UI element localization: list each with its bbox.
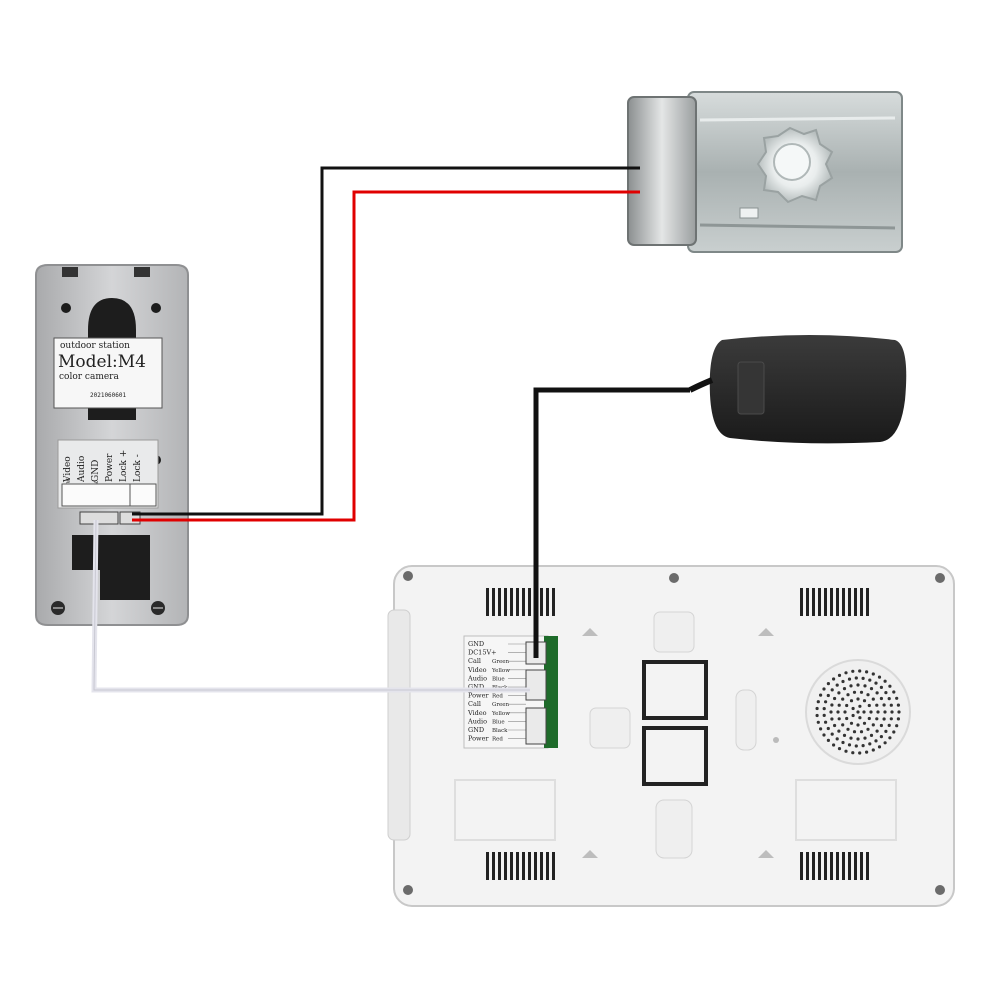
terminal-name: Call [468,700,481,708]
terminal-name: GND [468,726,484,734]
terminal-block-lock [129,483,157,507]
station-header-text: outdoor station [60,341,130,351]
monitor-terminal-label: Audio Blue [467,674,526,682]
terminal-name: DC15V+ [468,649,497,657]
terminal-name: Power [468,735,489,743]
terminal-color: Black [492,728,508,734]
mount-slot [642,726,708,786]
terminal-name: Audio [467,674,487,682]
door-station-connector-2 [525,707,547,745]
adapter-cable-stub [688,377,714,393]
monitor-terminal-label: GND [468,640,526,648]
monitor-terminal-label: Video Yellow [467,666,526,674]
terminal-name: Power [105,453,115,482]
terminal-color: Green [492,659,510,665]
terminal-name: GND [468,683,484,691]
terminal-color: Red [492,737,503,743]
terminal-name: Power [468,692,489,700]
terminal-name: Lock - [133,454,143,482]
terminal-name: Call [468,657,481,665]
power-adapter [688,335,907,444]
screw-icon [669,573,679,583]
station-terminal-label: Lock - [133,454,143,482]
lock-tag [739,207,759,219]
mount-hole [61,303,71,313]
door-station-connector-1 [525,669,547,701]
mount-slot [642,660,708,720]
terminal-name: Lock + [119,450,129,482]
signal-connector [79,511,119,525]
screw-icon [403,571,413,581]
knob-icon [756,126,834,204]
cable-cavity [72,535,150,600]
lock-wire-red [132,190,640,522]
monitor-terminal-label: Call Green [468,657,526,665]
model-text: Model:M4 [58,352,146,372]
terminal-color: Red [492,694,503,700]
monitor-pcb-edge [544,636,558,748]
terminal-name: Video [467,709,487,717]
screw-icon [51,601,65,615]
terminal-color: Blue [492,676,505,682]
monitor-terminal-label: Audio Blue [467,717,526,725]
screw-icon [935,573,945,583]
terminal-color: Blue [492,719,505,725]
terminal-name: Audio [467,717,487,725]
serial-text: 2021060601 [90,392,127,399]
mount-hole [151,303,161,313]
terminal-name: Video [63,456,73,483]
terminal-block-signal [61,483,131,507]
monitor-terminal-label: Call Green [468,700,526,708]
terminal-name: GND [91,460,101,482]
lock-bolt-plate [627,96,697,246]
screw-icon [403,885,413,895]
adapter-wire [533,387,690,658]
terminal-name: Audio [77,456,87,483]
screw-icon [151,601,165,615]
terminal-name: Video [467,666,487,674]
speaker-grille-icon [805,659,911,765]
terminal-color: Green [492,702,510,708]
terminal-color: Yellow [491,668,510,674]
monitor-terminal-label: Video Yellow [467,709,526,717]
lock-wire-black [132,166,640,516]
vent-slots-icon [486,588,869,880]
electric-lock [627,91,903,253]
terminal-color: Yellow [491,711,510,717]
camera-text: color camera [59,372,119,382]
station-terminal-label: Lock + [119,450,129,482]
screw-icon [935,885,945,895]
outdoor-station: outdoor station Model:M4 color camera 20… [35,264,189,626]
terminal-name: GND [468,640,484,648]
monitor-side-lip [387,609,411,841]
monitor-terminal-label: DC15V+ [468,649,526,657]
monitor-terminal-label: GND Black [468,726,526,734]
model-label [53,337,163,409]
